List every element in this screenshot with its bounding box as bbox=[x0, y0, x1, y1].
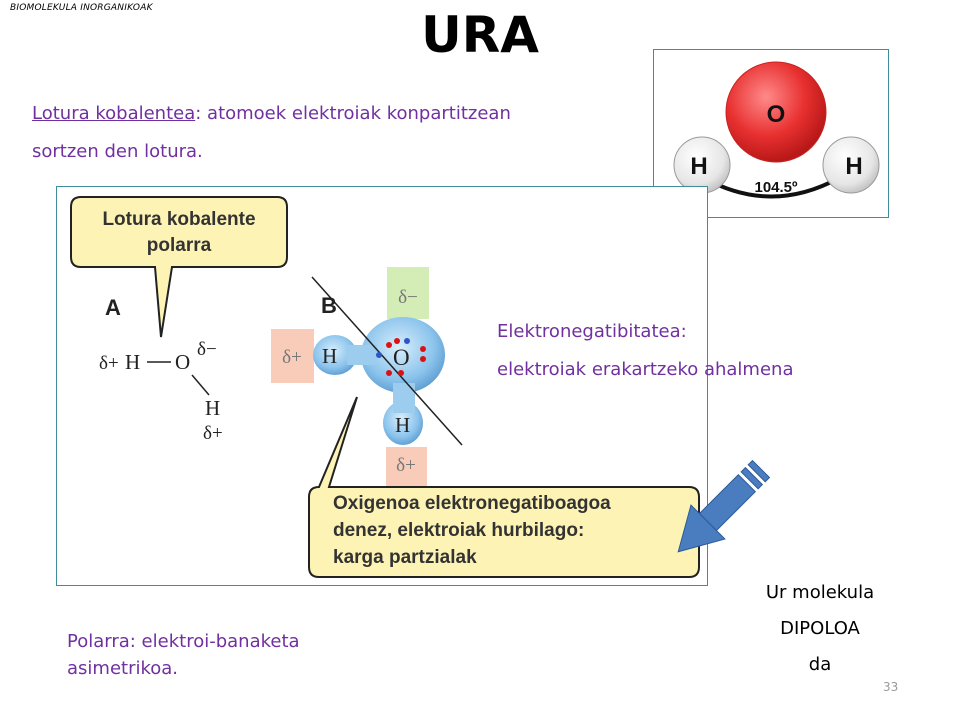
electronegativity-text: Elektronegatibitatea: elektroiak erakart… bbox=[497, 313, 793, 389]
callout-bottom-line3: karga partzialak bbox=[333, 547, 477, 568]
a-oxygen: O bbox=[175, 350, 190, 374]
oxygen-atom bbox=[725, 61, 827, 163]
b-hydrogen-left: H bbox=[322, 344, 337, 368]
bond-angle-label: 104.5º bbox=[754, 179, 798, 196]
b-electron-dots bbox=[376, 338, 426, 376]
b-water-molecule bbox=[313, 317, 445, 445]
polar-note: Polarra: elektroi-banaketa asimetrikoa. bbox=[67, 628, 300, 682]
b-delta-minus-box bbox=[387, 267, 429, 319]
b-delta-plus-left: δ+ bbox=[282, 347, 302, 368]
section-label: BIOMOLEKULA INORGANIKOAK bbox=[10, 3, 153, 13]
a-hydrogen-left: H bbox=[125, 350, 140, 374]
callout-bottom-line2: denez, elektroiak hurbilago: bbox=[333, 520, 584, 541]
callout-polar-bond-line1: Lotura kobalente bbox=[102, 209, 255, 230]
b-symmetry-line bbox=[311, 276, 463, 446]
callout-bottom-line1: Oxigenoa elektronegatiboagoa bbox=[333, 493, 611, 514]
b-oxygen: O bbox=[393, 345, 410, 370]
a-delta-plus-bottom: δ+ bbox=[203, 423, 223, 444]
a-bond-o-h bbox=[191, 374, 210, 396]
b-delta-plus-left-box bbox=[271, 329, 314, 383]
hydrogen-label-right: H bbox=[845, 153, 862, 180]
b-delta-plus-bottom: δ+ bbox=[396, 455, 416, 476]
hydrogen-atom-right bbox=[822, 136, 880, 194]
label-b: B bbox=[321, 293, 337, 318]
dipole-line2: DIPOLOA bbox=[780, 618, 860, 639]
electronegativity-line1: Elektronegatibitatea: bbox=[497, 321, 687, 342]
callout-polar-bond bbox=[70, 196, 288, 338]
b-delta-minus: δ− bbox=[398, 287, 418, 308]
dipole-line3: da bbox=[808, 654, 832, 675]
a-delta-plus-h: δ+ bbox=[99, 353, 119, 374]
label-a: A bbox=[105, 295, 121, 320]
oxygen-label: O bbox=[767, 101, 786, 128]
definition-text-line1: : atomoek elektroiak konpartitzean bbox=[195, 103, 511, 124]
polar-note-line1: Polarra: elektroi-banaketa bbox=[67, 631, 300, 652]
covalent-bond-term: Lotura kobalentea bbox=[32, 103, 196, 124]
dipole-text: Ur molekula DIPOLOA da bbox=[740, 575, 900, 683]
polar-bond-illustration: Lotura kobalente polarra A δ+ H O δ− H δ… bbox=[70, 196, 700, 578]
electronegativity-line2: elektroiak erakartzeko ahalmena bbox=[497, 359, 794, 380]
page-number: 33 bbox=[883, 680, 899, 694]
covalent-bond-definition: Lotura kobalentea: atomoek elektroiak ko… bbox=[32, 95, 652, 171]
b-hydrogen-bottom: H bbox=[395, 413, 410, 437]
a-hydrogen-bottom: H bbox=[205, 396, 220, 420]
arrow-icon bbox=[677, 459, 771, 553]
water-molecule-illustration: O H H 104.5º bbox=[673, 61, 880, 199]
polar-note-line2: asimetrikoa. bbox=[67, 658, 179, 679]
definition-text-line2: sortzen den lotura. bbox=[32, 141, 203, 162]
b-delta-plus-bottom-box bbox=[386, 447, 427, 491]
callout-polar-bond-line2: polarra bbox=[147, 235, 212, 256]
hydrogen-label-left: H bbox=[690, 153, 707, 180]
polar-bond-figure: Lotura kobalente polarra A δ+ H O δ− H δ… bbox=[56, 186, 708, 586]
slide-title: URA bbox=[421, 6, 539, 64]
a-delta-minus: δ− bbox=[197, 339, 217, 360]
callout-electronegativity bbox=[308, 396, 700, 578]
dipole-line1: Ur molekula bbox=[765, 582, 875, 603]
